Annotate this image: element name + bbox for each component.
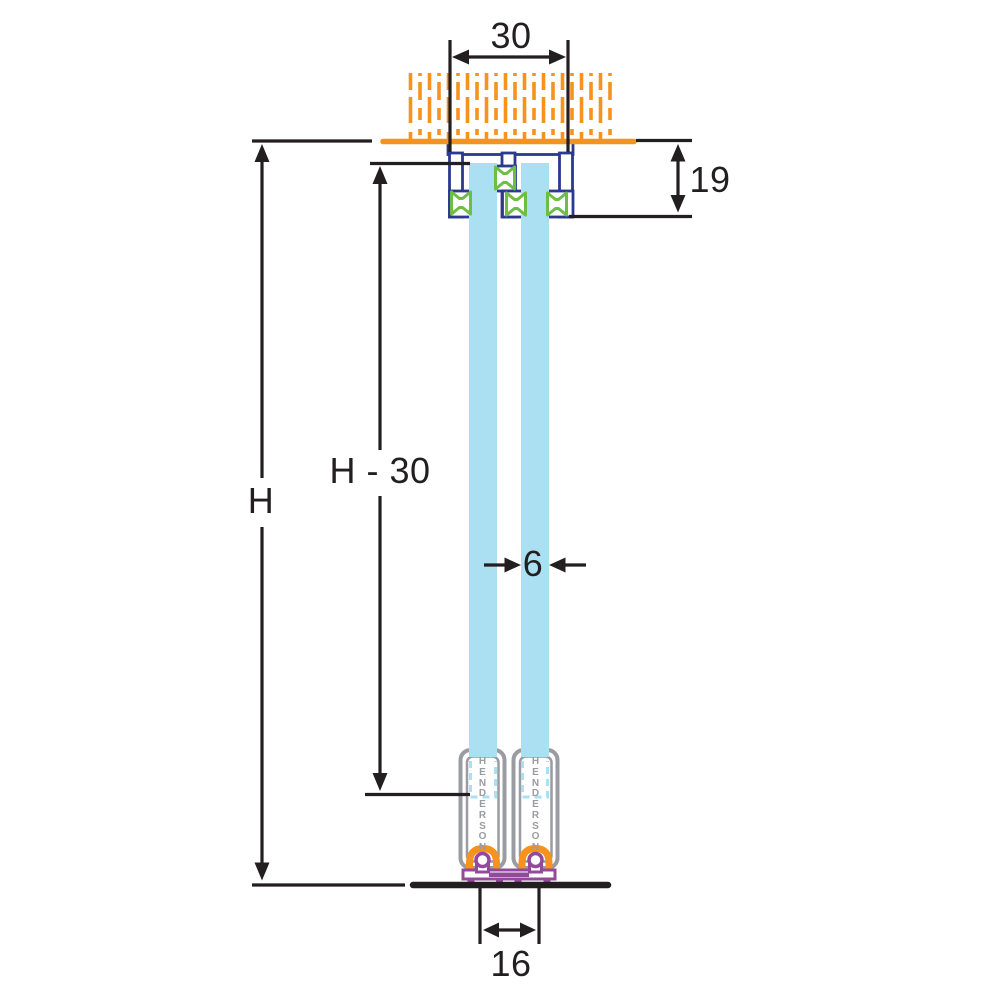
glass-panels xyxy=(469,163,549,799)
dimension-floor-guide-width xyxy=(478,888,541,944)
dimension-door-height xyxy=(365,161,470,797)
brush-seal-icons xyxy=(450,165,568,217)
dimension-glass-thickness xyxy=(484,557,586,573)
label-door-height: H - 30 xyxy=(329,450,431,491)
label-overall-height: H xyxy=(247,480,275,521)
dimension-overall-height xyxy=(252,139,405,887)
dimension-track-height xyxy=(569,138,692,219)
bottom-rollers xyxy=(466,844,553,878)
label-track-width: 30 xyxy=(490,15,532,56)
label-floor-guide-width: 16 xyxy=(490,943,532,984)
label-track-height: 19 xyxy=(689,159,731,200)
ceiling-hatch xyxy=(406,73,612,139)
dimension-track-width xyxy=(448,40,570,152)
label-glass-thickness: 6 xyxy=(522,543,544,584)
floor-guide-profile xyxy=(461,851,557,883)
